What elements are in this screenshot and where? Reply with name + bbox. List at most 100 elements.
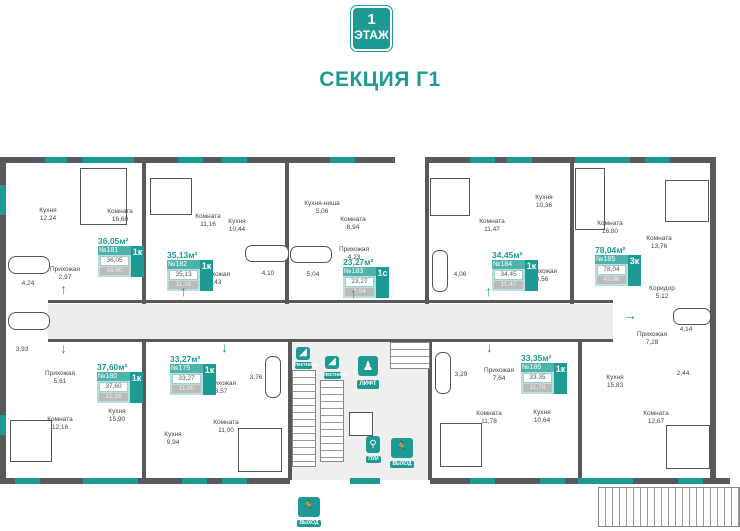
bathtub	[290, 246, 332, 263]
apartment-area: 33,27м²	[170, 354, 201, 364]
total-area: 36,05	[100, 256, 129, 266]
floor-label: ЭТАЖ	[354, 28, 389, 42]
living-area: 16,60	[100, 267, 129, 275]
exit-icon: 🏃	[391, 438, 413, 458]
apartment-area: 78,04м²	[595, 245, 626, 255]
room-label: 4,10	[261, 270, 275, 277]
window	[575, 157, 630, 163]
bathtub	[8, 256, 50, 274]
divider	[148, 247, 150, 248]
window	[45, 157, 67, 163]
living-area: 11,16	[169, 281, 198, 289]
apartment-number: №182	[167, 260, 200, 269]
room-label: 4,06	[453, 271, 467, 278]
window	[540, 478, 565, 484]
room-label: 4,14	[679, 326, 693, 333]
room-label: 3,76	[249, 374, 263, 381]
wall	[428, 340, 432, 480]
room-count: 1к	[200, 260, 213, 291]
arrow-up-icon: ↑	[60, 281, 67, 297]
total-area: 33,35	[523, 373, 552, 383]
stairs-icon: ◢	[325, 356, 339, 369]
bed	[150, 178, 192, 215]
bathtub	[265, 356, 281, 398]
arrow-up-icon: ↑	[180, 283, 187, 299]
lift-icon: ♟	[358, 356, 378, 376]
window	[0, 415, 6, 435]
floor-number: 1	[367, 11, 376, 28]
apartment-area: 36,05м²	[98, 236, 129, 246]
total-area: 33,27	[172, 374, 201, 384]
bed	[430, 178, 470, 216]
room-label: 4,24	[21, 280, 35, 287]
staircase	[320, 380, 344, 462]
arrow-down-icon: ↓	[221, 339, 228, 355]
window	[0, 185, 6, 215]
apartment-number: №179	[170, 364, 203, 373]
window	[507, 157, 532, 163]
arrow-down-icon: ↓	[486, 339, 493, 355]
wall	[142, 157, 146, 304]
room-count: 1с	[376, 267, 389, 298]
apartment-area: 37,60м²	[97, 362, 128, 372]
wall	[285, 157, 289, 304]
living-area: 12,16	[99, 393, 128, 401]
room-label: 5,04	[306, 271, 320, 278]
room-count: 1к	[525, 260, 538, 291]
apartment-number: №184	[492, 260, 525, 269]
staircase	[292, 370, 316, 467]
window	[470, 157, 495, 163]
living-area: 8,94	[345, 288, 374, 296]
living-area: 43,96	[597, 276, 626, 284]
wall	[710, 157, 716, 484]
living-area: 11,00	[172, 385, 201, 393]
exit-label: ВЫХОД	[390, 461, 414, 468]
window	[82, 157, 134, 163]
wall	[48, 339, 613, 342]
room-label: 3,93	[15, 346, 29, 353]
sofa	[80, 168, 127, 225]
room-count: 1к	[131, 246, 144, 277]
apartment-number: №185	[595, 255, 628, 264]
apartment-area: 23,27м²	[343, 257, 374, 267]
stairs-icon: ◢	[296, 347, 310, 360]
elevator-shaft	[349, 412, 373, 436]
apartment-area: 34,45м²	[492, 250, 523, 260]
wall	[142, 340, 146, 480]
arrow-up-icon: ↑	[485, 283, 492, 299]
room-label: 2,44	[676, 370, 690, 377]
window	[222, 478, 247, 484]
staircase	[598, 487, 740, 527]
total-area: 37,60	[99, 382, 128, 392]
staircase	[390, 342, 430, 369]
room-count: 1к	[130, 372, 143, 403]
apartment-number: №183	[343, 267, 376, 276]
section-title: СЕКЦИЯ Г1	[319, 68, 441, 91]
lift-label: ЛИФТ	[357, 380, 379, 389]
bathtub	[8, 312, 50, 330]
living-area: 11,47	[494, 281, 523, 289]
window	[15, 478, 40, 484]
arrow-right-icon: →	[623, 307, 637, 323]
window	[350, 478, 380, 484]
corridor	[48, 304, 613, 339]
